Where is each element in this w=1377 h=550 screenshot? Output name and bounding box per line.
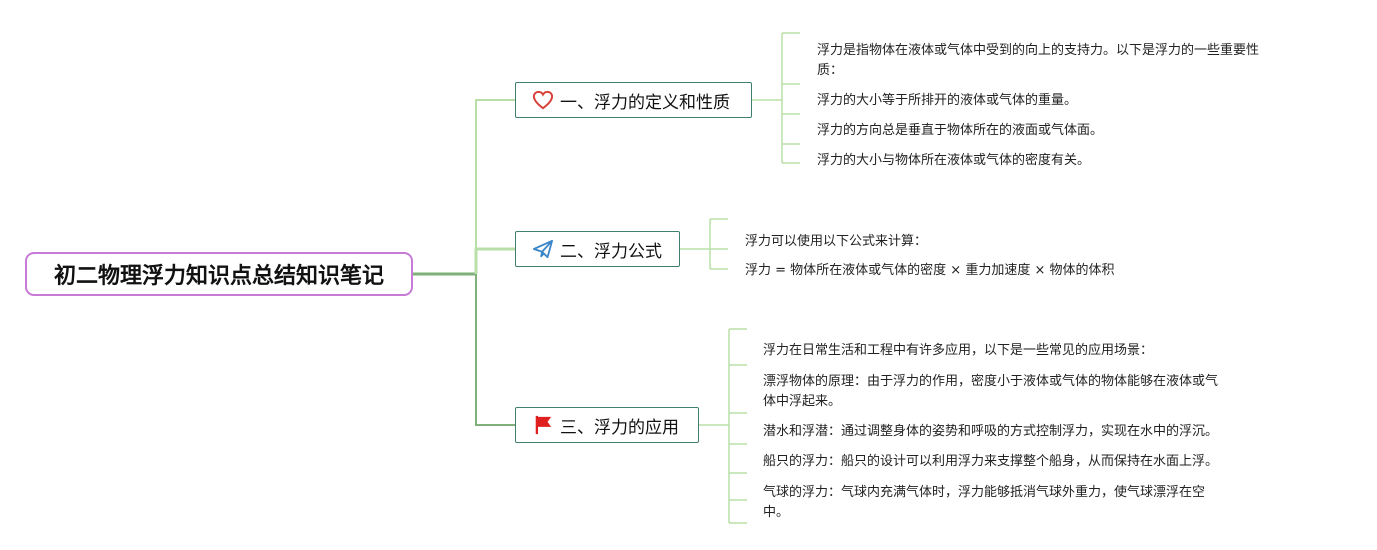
leaf-topic[interactable]: 浮力的方向总是垂直于物体所在的液面或气体面。 (817, 123, 1104, 138)
leaf-topic[interactable]: 船只的浮力：船只的设计可以利用浮力来支撑整个船身，从而保持在水面上浮。 (763, 454, 1219, 469)
leaf-topic[interactable]: 浮力 = 物体所在液体或气体的密度 × 重力加速度 × 物体的体积 (745, 263, 1115, 278)
leaf-topic[interactable]: 中。 (763, 505, 790, 520)
branch-topic-definition[interactable]: 一、浮力的定义和性质 (515, 82, 752, 118)
leaf-topic[interactable]: 浮力的大小等于所排开的液体或气体的重量。 (817, 93, 1078, 108)
heart-icon (532, 90, 554, 110)
leaf-topic[interactable]: 气球的浮力：气球内充满气体时，浮力能够抵消气球外重力，使气球漂浮在空 (763, 485, 1206, 500)
leaf-topic[interactable]: 浮力在日常生活和工程中有许多应用，以下是一些常见的应用场景： (763, 343, 1154, 358)
leaf-topic[interactable]: 漂浮物体的原理：由于浮力的作用，密度小于液体或气体的物体能够在液体或气 (763, 374, 1219, 389)
branch-topic-label: 一、浮力的定义和性质 (560, 92, 730, 113)
leaf-topic[interactable]: 质： (817, 63, 844, 78)
paper-plane-icon (533, 239, 553, 259)
branch-topic-formula[interactable]: 二、浮力公式 (515, 231, 680, 267)
branch-topic-application[interactable]: 三、浮力的应用 (515, 407, 699, 443)
leaf-topic[interactable]: 体中浮起来。 (763, 394, 842, 409)
red-flag-icon (535, 415, 552, 435)
root-topic[interactable]: 初二物理浮力知识点总结知识笔记 (25, 252, 413, 296)
leaf-topic[interactable]: 浮力是指物体在液体或气体中受到的向上的支持力。以下是浮力的一些重要性 (817, 43, 1260, 58)
branch-topic-label: 二、浮力公式 (560, 241, 662, 262)
root-topic-title: 初二物理浮力知识点总结知识笔记 (53, 264, 384, 289)
leaf-topic[interactable]: 浮力的大小与物体所在液体或气体的密度有关。 (817, 153, 1091, 168)
branch-topic-label: 三、浮力的应用 (560, 417, 679, 438)
leaf-topic[interactable]: 浮力可以使用以下公式来计算： (745, 234, 928, 249)
leaf-topic[interactable]: 潜水和浮潜：通过调整身体的姿势和呼吸的方式控制浮力，实现在水中的浮沉。 (763, 424, 1219, 439)
